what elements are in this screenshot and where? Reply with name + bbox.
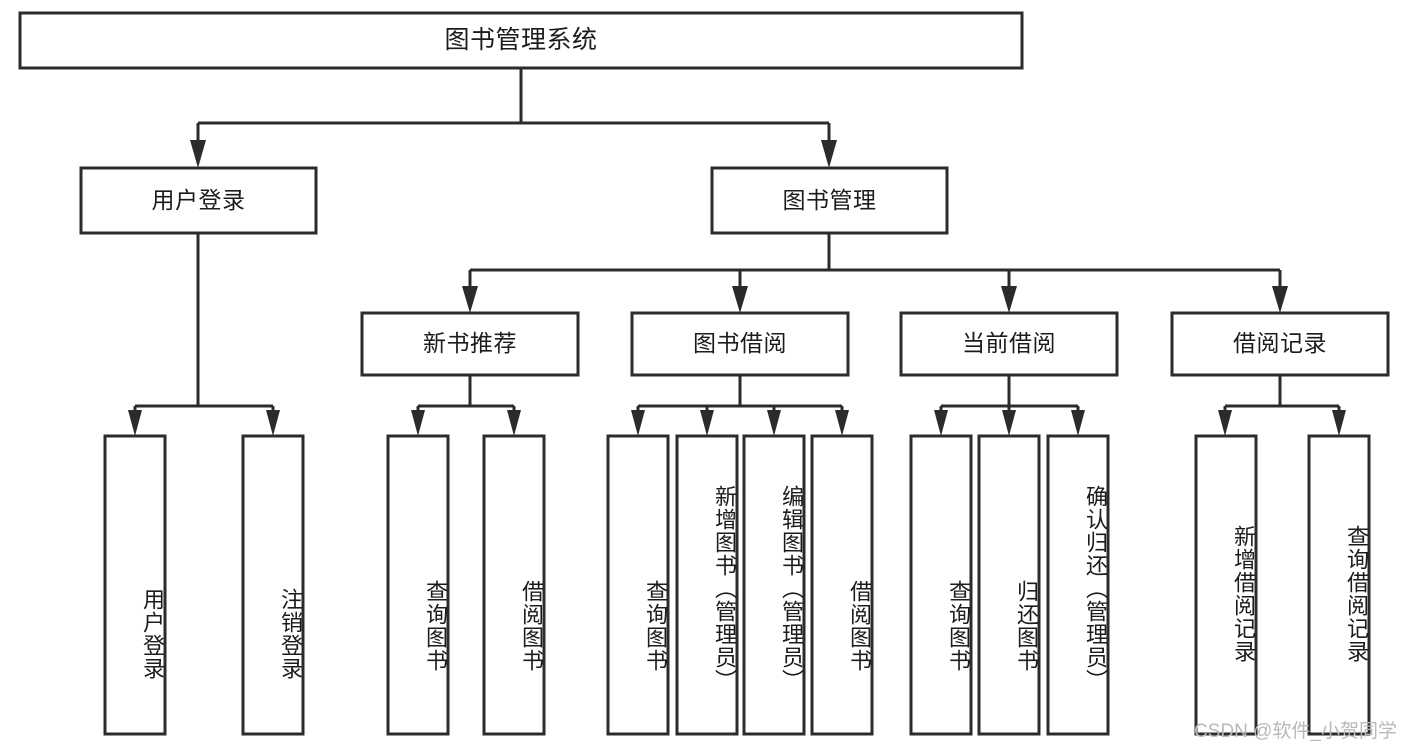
connector-group-current-borrow — [934, 375, 1085, 436]
arrow-head-book-manage — [821, 140, 837, 168]
arrow-head-leaf-add-book — [700, 410, 714, 436]
arrow-head-borrow-record — [1272, 286, 1288, 313]
arrow-head-leaf-borrow-book-2 — [835, 410, 849, 436]
arrow-head-new-book-recommend — [462, 286, 478, 313]
connector-group-root — [190, 68, 837, 168]
node-box-borrow-record[interactable] — [1170, 311, 1390, 377]
arrow-head-current-borrow — [1001, 286, 1017, 313]
arrow-head-book-borrow — [732, 286, 748, 313]
arrow-head-leaf-edit-book — [767, 410, 781, 436]
node-box-book-borrow[interactable] — [630, 311, 850, 377]
arrow-head-user-login — [190, 140, 206, 168]
arrow-head-leaf-confirm-return — [1071, 410, 1085, 436]
node-box-leaf-edit-book[interactable] — [742, 434, 806, 736]
arrow-head-leaf-query-book-3 — [934, 410, 948, 436]
arrow-head-leaf-borrow-book-1 — [507, 410, 521, 436]
node-box-leaf-borrow-book-2[interactable] — [810, 434, 874, 736]
node-box-leaf-user-login[interactable] — [103, 434, 167, 736]
arrow-head-leaf-add-record — [1218, 410, 1232, 436]
arrow-head-leaf-return-book — [1002, 410, 1016, 436]
node-box-leaf-query-record[interactable] — [1307, 434, 1371, 736]
node-box-leaf-query-book-2[interactable] — [606, 434, 670, 736]
connector-group-book-manage — [462, 233, 1288, 313]
node-box-current-borrow[interactable] — [899, 311, 1119, 377]
node-box-new-book-recommend[interactable] — [360, 311, 580, 377]
arrow-head-leaf-query-record — [1332, 410, 1346, 436]
node-box-leaf-borrow-book-1[interactable] — [482, 434, 546, 736]
node-box-leaf-logout[interactable] — [241, 434, 305, 736]
node-box-leaf-confirm-return[interactable] — [1046, 434, 1110, 736]
connector-group-new-book-recommend — [411, 375, 521, 436]
node-box-leaf-add-book[interactable] — [675, 434, 739, 736]
arrow-head-leaf-query-book-2 — [631, 410, 645, 436]
node-box-leaf-return-book[interactable] — [977, 434, 1041, 736]
arrow-head-leaf-query-book-1 — [411, 410, 425, 436]
arrow-head-leaf-user-login — [128, 410, 142, 436]
node-box-leaf-query-book-1[interactable] — [386, 434, 450, 736]
node-box-book-manage[interactable] — [710, 166, 949, 235]
node-box-user-login[interactable] — [79, 166, 318, 235]
connector-group-user-login — [128, 233, 280, 436]
connector-group-book-borrow — [631, 375, 849, 436]
connector-group-borrow-record — [1218, 375, 1346, 436]
arrow-head-leaf-logout — [266, 410, 280, 436]
node-box-leaf-query-book-3[interactable] — [909, 434, 973, 736]
node-box-root[interactable] — [18, 11, 1024, 70]
node-box-leaf-add-record[interactable] — [1194, 434, 1258, 736]
